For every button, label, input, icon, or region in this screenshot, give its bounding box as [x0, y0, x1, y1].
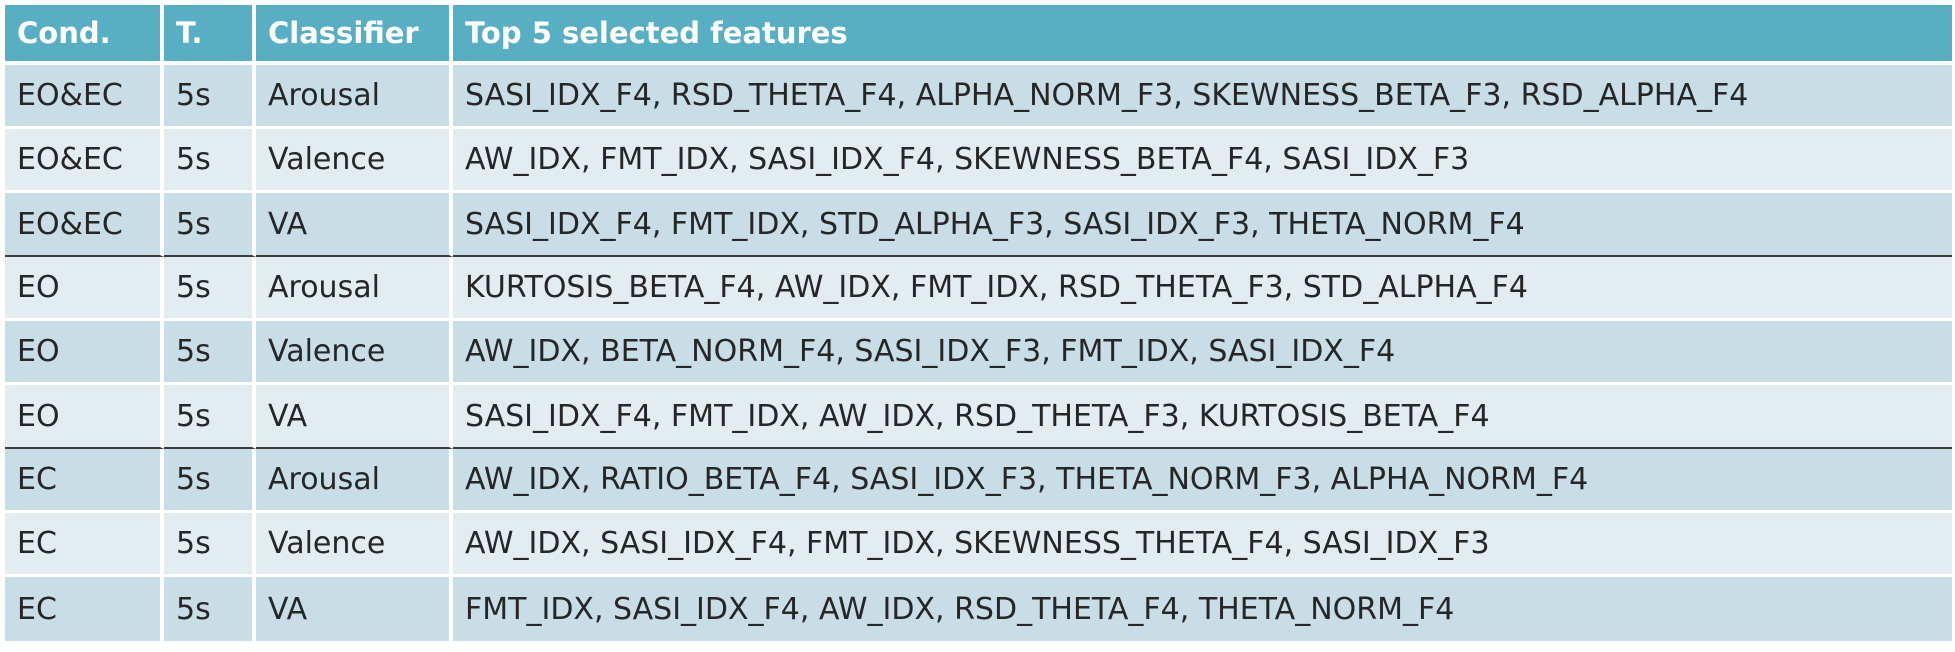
cell-classifier: VA: [256, 577, 453, 641]
feature-table-container: Cond. T. Classifier Top 5 selected featu…: [5, 5, 1952, 641]
table-row: EC 5s VA FMT_IDX, SASI_IDX_F4, AW_IDX, R…: [5, 577, 1952, 641]
cell-time: 5s: [164, 65, 256, 129]
cell-cond: EO&EC: [5, 129, 164, 193]
cell-classifier: Valence: [256, 321, 453, 385]
header-time: T.: [164, 5, 256, 65]
header-cond: Cond.: [5, 5, 164, 65]
cell-classifier: VA: [256, 385, 453, 449]
cell-classifier: Arousal: [256, 65, 453, 129]
cell-time: 5s: [164, 577, 256, 641]
table-row: EO 5s VA SASI_IDX_F4, FMT_IDX, AW_IDX, R…: [5, 385, 1952, 449]
table-row: EO&EC 5s Arousal SASI_IDX_F4, RSD_THETA_…: [5, 65, 1952, 129]
header-features: Top 5 selected features: [453, 5, 1952, 65]
cell-cond: EO: [5, 385, 164, 449]
table-row: EO 5s Valence AW_IDX, BETA_NORM_F4, SASI…: [5, 321, 1952, 385]
cell-time: 5s: [164, 257, 256, 321]
cell-cond: EO&EC: [5, 65, 164, 129]
cell-time: 5s: [164, 449, 256, 513]
cell-cond: EO: [5, 321, 164, 385]
feature-selection-table: Cond. T. Classifier Top 5 selected featu…: [5, 5, 1952, 641]
cell-classifier: Arousal: [256, 449, 453, 513]
header-classifier: Classifier: [256, 5, 453, 65]
cell-classifier: VA: [256, 193, 453, 257]
table-row: EO&EC 5s Valence AW_IDX, FMT_IDX, SASI_I…: [5, 129, 1952, 193]
cell-features: KURTOSIS_BETA_F4, AW_IDX, FMT_IDX, RSD_T…: [453, 257, 1952, 321]
cell-cond: EC: [5, 449, 164, 513]
cell-cond: EC: [5, 577, 164, 641]
cell-cond: EC: [5, 513, 164, 577]
table-row: EO&EC 5s VA SASI_IDX_F4, FMT_IDX, STD_AL…: [5, 193, 1952, 257]
cell-time: 5s: [164, 385, 256, 449]
cell-features: SASI_IDX_F4, RSD_THETA_F4, ALPHA_NORM_F3…: [453, 65, 1952, 129]
cell-features: SASI_IDX_F4, FMT_IDX, STD_ALPHA_F3, SASI…: [453, 193, 1952, 257]
cell-features: AW_IDX, RATIO_BETA_F4, SASI_IDX_F3, THET…: [453, 449, 1952, 513]
cell-time: 5s: [164, 129, 256, 193]
cell-time: 5s: [164, 513, 256, 577]
cell-classifier: Valence: [256, 129, 453, 193]
header-row: Cond. T. Classifier Top 5 selected featu…: [5, 5, 1952, 65]
cell-features: FMT_IDX, SASI_IDX_F4, AW_IDX, RSD_THETA_…: [453, 577, 1952, 641]
cell-time: 5s: [164, 193, 256, 257]
table-row: EC 5s Valence AW_IDX, SASI_IDX_F4, FMT_I…: [5, 513, 1952, 577]
cell-features: AW_IDX, SASI_IDX_F4, FMT_IDX, SKEWNESS_T…: [453, 513, 1952, 577]
table-row: EC 5s Arousal AW_IDX, RATIO_BETA_F4, SAS…: [5, 449, 1952, 513]
cell-features: AW_IDX, BETA_NORM_F4, SASI_IDX_F3, FMT_I…: [453, 321, 1952, 385]
cell-time: 5s: [164, 321, 256, 385]
cell-classifier: Valence: [256, 513, 453, 577]
cell-features: AW_IDX, FMT_IDX, SASI_IDX_F4, SKEWNESS_B…: [453, 129, 1952, 193]
cell-cond: EO: [5, 257, 164, 321]
table-row: EO 5s Arousal KURTOSIS_BETA_F4, AW_IDX, …: [5, 257, 1952, 321]
cell-cond: EO&EC: [5, 193, 164, 257]
cell-classifier: Arousal: [256, 257, 453, 321]
cell-features: SASI_IDX_F4, FMT_IDX, AW_IDX, RSD_THETA_…: [453, 385, 1952, 449]
